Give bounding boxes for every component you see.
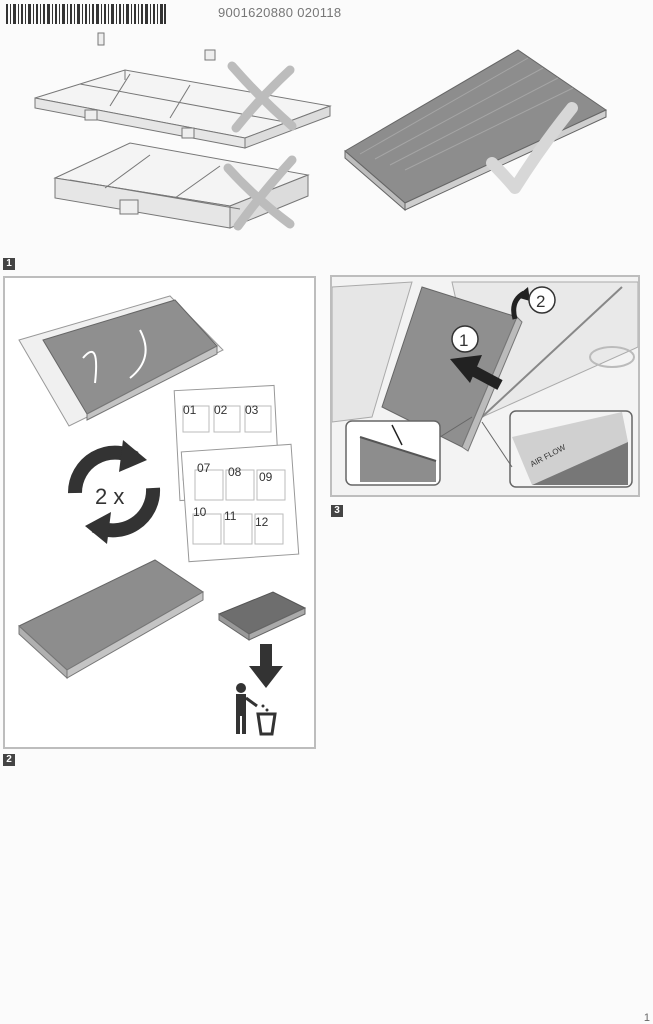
month-label: 12 xyxy=(255,515,269,529)
cross-mark-icon xyxy=(227,61,297,133)
repeat-label: 2 x xyxy=(95,484,124,509)
month-label: 07 xyxy=(197,461,211,475)
step1-illustration xyxy=(34,32,608,231)
step-number-1: 1 xyxy=(3,258,15,270)
month-label: 01 xyxy=(183,403,197,417)
month-label: 10 xyxy=(193,505,207,519)
step2-panel: 2 x 01 02 03 04 07 08 09 10 11 12 xyxy=(3,276,316,749)
month-label: 09 xyxy=(259,470,273,484)
metal-frame-large xyxy=(34,32,332,149)
step-number-2: 2 xyxy=(3,754,15,766)
arrow-icon xyxy=(511,287,530,320)
arrow-1-label: 1 xyxy=(459,331,468,350)
refresh-cycle-icon xyxy=(67,440,161,544)
detail-inset-airflow xyxy=(481,410,633,488)
new-filter xyxy=(18,559,204,680)
document-number: 9001620880 020118 xyxy=(218,5,342,20)
used-filter xyxy=(217,591,307,641)
step3-panel: 1 2 AIR FLOW xyxy=(330,275,640,497)
step3-illustration: 1 2 AIR FLOW xyxy=(331,277,639,495)
step2-illustration: 2 x 01 02 03 04 07 08 09 10 11 12 xyxy=(18,295,307,736)
detail-inset-edge xyxy=(345,416,473,486)
month-sticker-sheet-b xyxy=(180,443,300,563)
month-label: 03 xyxy=(245,403,259,417)
month-label: 08 xyxy=(228,465,242,479)
page-number: 1 xyxy=(643,1012,650,1024)
check-mark-icon xyxy=(486,102,578,194)
barcode-icon xyxy=(6,4,166,24)
month-label: 02 xyxy=(214,403,228,417)
arrow-2-label: 2 xyxy=(536,292,545,311)
month-label: 11 xyxy=(224,509,237,523)
packaged-filter xyxy=(18,295,224,427)
charcoal-filter xyxy=(344,49,608,212)
cross-mark-icon xyxy=(223,155,297,231)
step-number-3: 3 xyxy=(331,505,343,517)
trash-disposal-icon xyxy=(236,644,283,736)
arrow-icon xyxy=(450,355,503,390)
